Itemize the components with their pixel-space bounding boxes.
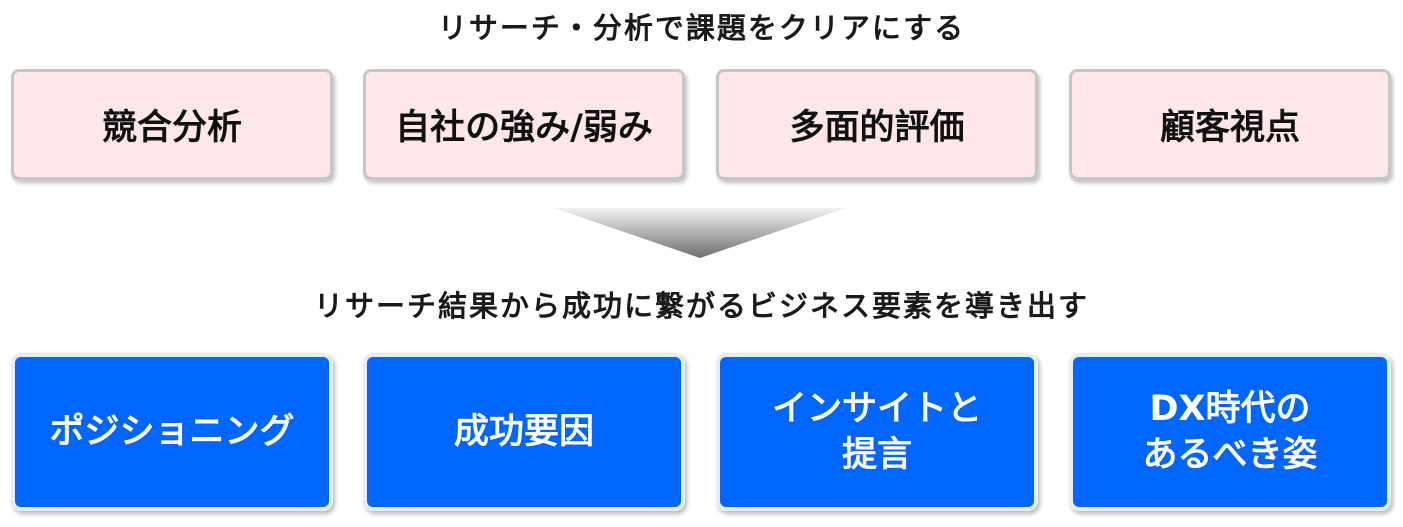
research-card-label: 顧客視点 [1159, 108, 1300, 148]
research-card-label: 多面的評価 [789, 108, 965, 148]
research-card-label: 競合分析 [101, 108, 242, 148]
research-card-customer-perspective: 顧客視点 [1069, 69, 1391, 180]
outcome-card-insights-proposals: インサイトと 提言 [716, 353, 1038, 511]
research-card-label: 自社の強み/弱み [395, 108, 653, 148]
research-card-multifaceted-evaluation: 多面的評価 [716, 69, 1038, 180]
outcome-card-dx-vision: DX時代の あるべき姿 [1069, 353, 1391, 511]
outcome-card-label: 成功要因 [453, 412, 594, 452]
outcome-card-label: ポジショニング [49, 412, 295, 452]
arrow-shape [554, 208, 846, 258]
outcome-card-success-factors: 成功要因 [363, 353, 685, 511]
research-card-strengths-weaknesses: 自社の強み/弱み [363, 69, 685, 180]
down-arrow-icon [554, 208, 846, 258]
outcome-heading: リサーチ結果から成功に繋がるビジネス要素を導き出す [313, 289, 1089, 323]
outcome-card-label: DX時代の あるべき姿 [1142, 389, 1318, 475]
research-card-competitive-analysis: 競合分析 [11, 69, 333, 180]
outcome-card-label: インサイトと 提言 [771, 389, 982, 475]
research-heading: リサーチ・分析で課題をクリアにする [437, 11, 966, 45]
outcome-card-positioning: ポジショニング [11, 353, 333, 511]
